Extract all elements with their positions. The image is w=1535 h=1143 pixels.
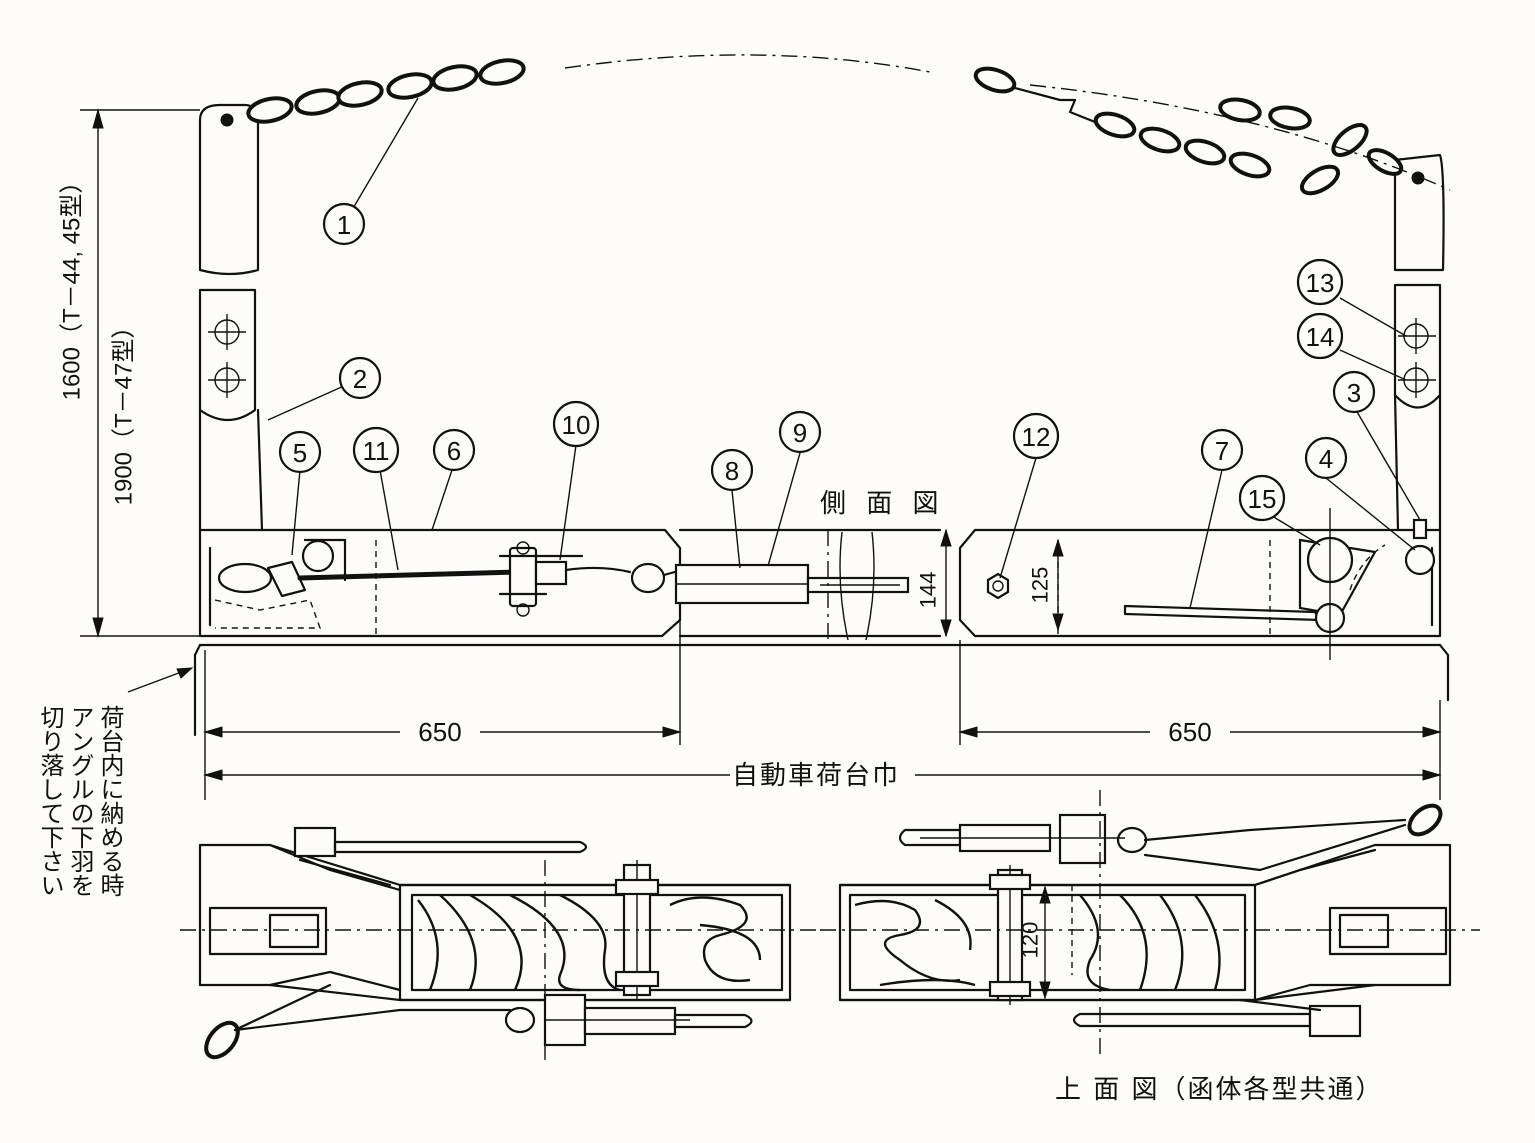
callout-13: 13 [1296,258,1344,306]
left-wood-block [398,883,792,1002]
right-lower-fitting [1308,1004,1362,1038]
shackle [498,541,632,617]
callout-9: 9 [778,410,822,454]
callout-leaders [267,97,1421,609]
left-chain [246,58,526,124]
side-view-title: 側 面 図 [820,489,945,519]
svg-text:1: 1 [337,210,351,240]
svg-text:15: 15 [1248,484,1277,514]
right-beam [958,528,1442,638]
left-end-slot [208,906,328,956]
top-view [180,790,1480,1060]
installation-note: 荷台内に納める時 アングルの下羽を 切り落して下さい [36,705,124,897]
svg-text:5: 5 [293,438,307,468]
turnbuckle-eye [630,562,666,594]
svg-text:8: 8 [725,456,739,486]
callout-5: 5 [278,430,322,474]
note-line-3: 切り落して下さい [36,705,64,897]
svg-text:2: 2 [353,364,367,394]
callout-12: 12 [1012,412,1060,460]
top-frame-left [198,843,792,1002]
tension-wire [297,569,523,581]
left-post-pin [220,113,234,127]
left-turnbuckle-top [583,1006,677,1036]
chain-continuation-arc [564,54,931,73]
svg-text:7: 7 [1215,436,1229,466]
callout-15: 15 [1238,474,1286,522]
callout-4: 4 [1304,436,1348,480]
truck-bed-width-label: 自動車荷台巾 [732,761,900,791]
span-dimensions [127,620,1442,800]
svg-text:9: 9 [793,418,807,448]
release-lever [1123,604,1322,622]
side-height-125: 125 [1028,567,1053,604]
svg-text:14: 14 [1306,322,1335,352]
right-end-slot [1328,906,1448,956]
left-post-lower [198,288,257,422]
callout-markers: 1 2 3 4 5 6 7 8 9 10 11 12 13 14 15 [278,202,1376,522]
side-view [80,54,1451,737]
left-pivot [301,539,335,573]
bolt-nut [986,572,1010,600]
callout-10: 10 [552,400,600,448]
svg-text:11: 11 [363,436,390,466]
callout-7: 7 [1200,428,1244,472]
left-post-upper [198,103,260,276]
callout-1: 1 [322,202,366,246]
svg-text:6: 6 [447,436,461,466]
left-hook-link [217,562,273,594]
svg-text:13: 13 [1306,268,1335,298]
note-line-2: アングルの下羽を [66,705,94,897]
left-post-edge-inner [256,408,264,532]
left-span-dimension: 650 [418,717,461,747]
svg-text:4: 4 [1319,444,1333,474]
callout-6: 6 [432,428,476,472]
svg-text:3: 3 [1347,378,1361,408]
height-dimension-b: 1900（T－47型） [111,315,138,506]
right-span-dimension: 650 [1168,717,1211,747]
callout-11: 11 [352,426,400,474]
side-height-144: 144 [916,572,941,609]
height-dimension-a: 1600（T－44, 45型） [59,170,86,401]
callout-2: 2 [338,356,382,400]
note-line-1: 荷台内に納める時 [96,705,124,897]
top-view-title: 上 面 図（函体各型共通） [1055,1075,1384,1105]
right-wood-block [838,883,1257,1002]
right-upper-chain-link [1407,803,1443,837]
callout-14: 14 [1296,312,1344,360]
right-post-lower [1393,283,1442,409]
right-post-upper [1393,153,1445,272]
right-end-pin [1404,544,1436,576]
right-chain [973,66,1404,196]
left-lower-chain-link [204,1020,240,1060]
callout-3: 3 [1332,370,1376,414]
callout-8: 8 [710,448,754,492]
left-beam [198,528,682,638]
svg-text:12: 12 [1022,422,1051,452]
left-upper-fitting [293,826,337,858]
top-width-120: 120 [1018,922,1043,959]
svg-text:10: 10 [562,410,591,440]
